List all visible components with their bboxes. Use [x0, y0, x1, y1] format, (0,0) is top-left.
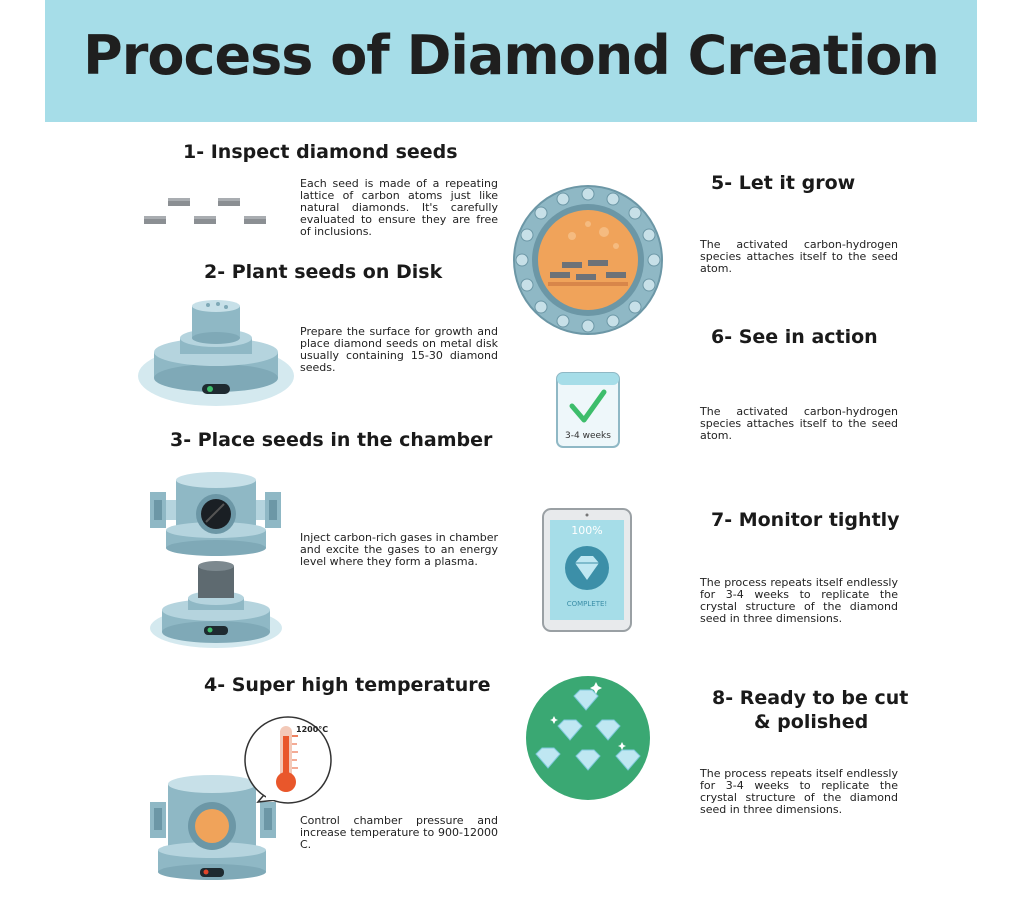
- step-2-title: 2- Plant seeds on Disk: [204, 261, 443, 283]
- step-7-description: The process repeats itself endlessly for…: [700, 576, 898, 625]
- diamond-seeds-icon: [144, 198, 266, 224]
- high-temperature-chamber-icon: 1200°C: [150, 716, 332, 880]
- tablet-monitor-icon: 100% COMPLETE!: [542, 508, 632, 632]
- tablet-percent: 100%: [571, 524, 602, 537]
- step-1-title: 1- Inspect diamond seeds: [183, 141, 458, 163]
- seed-disk-icon: [138, 300, 294, 406]
- tablet-status: COMPLETE!: [567, 600, 608, 608]
- calendar-check-icon: 3-4 weeks: [556, 372, 620, 448]
- step-3-description: Inject carbon-rich gases in chamber and …: [300, 531, 498, 568]
- step-5-description: The activated carbon-hydrogen species at…: [700, 238, 898, 275]
- step-6-title: 6- See in action: [711, 326, 878, 348]
- chamber-icon: [150, 472, 282, 648]
- step-8-title-line-1: 8- Ready to be cut: [712, 687, 909, 709]
- page-title: Process of Diamond Creation: [83, 24, 940, 87]
- step-2-description: Prepare the surface for growth and place…: [300, 325, 498, 374]
- step-1-description: Each seed is made of a repeating lattice…: [300, 177, 498, 238]
- step-4-description: Control chamber pressure and increase te…: [300, 814, 498, 851]
- thermometer-label: 1200°C: [296, 725, 328, 734]
- step-8-title-line-2: & polished: [754, 711, 869, 733]
- step-3-title: 3- Place seeds in the chamber: [170, 429, 493, 451]
- step-8-description: The process repeats itself endlessly for…: [700, 767, 898, 816]
- title-banner: Process of Diamond Creation: [45, 0, 977, 122]
- step-4-title: 4- Super high temperature: [204, 674, 491, 696]
- calendar-label: 3-4 weeks: [565, 431, 611, 441]
- step-7-title: 7- Monitor tightly: [711, 509, 900, 531]
- step-6-description: The activated carbon-hydrogen species at…: [700, 405, 898, 442]
- porthole-growth-icon: [513, 185, 663, 335]
- step-5-title: 5- Let it grow: [711, 172, 856, 194]
- polished-diamonds-icon: [526, 676, 650, 800]
